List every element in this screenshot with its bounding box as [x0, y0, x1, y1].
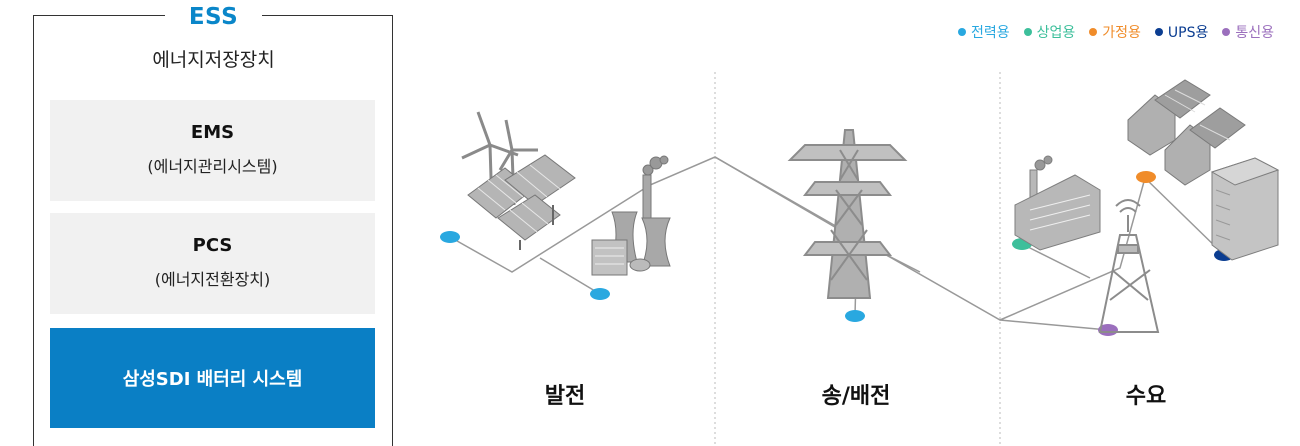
power-plant-icon: [591, 155, 671, 276]
telecom-tower-icon: [1098, 199, 1160, 333]
pcs-title: PCS: [192, 235, 233, 256]
legend-label: 전력용: [970, 25, 1010, 41]
legend-label: UPS용: [1167, 25, 1209, 41]
node-dot: [590, 288, 610, 300]
node-dot: [1136, 171, 1156, 183]
legend-dot: [957, 28, 966, 36]
transmission-tower-icon: [787, 129, 908, 299]
category-demand: 수요: [1125, 384, 1167, 409]
ems-title: EMS: [190, 122, 235, 143]
ems-subtitle: (에너지관리시스템): [147, 157, 278, 176]
houses-icon: [1127, 79, 1246, 186]
legend-item: 가정용: [1089, 22, 1141, 42]
legend-dot: [1154, 28, 1163, 36]
ess-title-text: ESS: [164, 4, 263, 30]
legend-label: 상업용: [1036, 25, 1076, 41]
solar-panel-icon: [467, 154, 576, 250]
legend-label: 통신용: [1235, 25, 1274, 41]
legend-item: 상업용: [1023, 22, 1076, 42]
legend: 전력용 상업용 가정용 UPS용 통신용: [957, 22, 1274, 42]
ess-title: ESS: [0, 4, 427, 30]
ems-box: EMS (에너지관리시스템): [50, 100, 375, 201]
pcs-box: PCS (에너지전환장치): [50, 213, 375, 314]
legend-dot: [1222, 28, 1231, 36]
legend-dot: [1089, 28, 1098, 36]
legend-item: 전력용: [957, 22, 1010, 42]
pcs-subtitle: (에너지전환장치): [154, 270, 271, 289]
legend-item: 통신용: [1222, 22, 1274, 42]
node-dot: [440, 231, 460, 243]
battery-system-box: 삼성SDI 배터리 시스템: [50, 328, 375, 428]
legend-dot: [1023, 28, 1032, 36]
legend-item: UPS용: [1154, 22, 1209, 42]
factory-icon: [1014, 155, 1101, 251]
server-icon: [1210, 157, 1280, 261]
legend-label: 가정용: [1102, 25, 1141, 41]
category-generation: 발전: [544, 384, 586, 409]
category-transmission: 송/배전: [821, 384, 891, 409]
ess-subtitle: 에너지저장장치: [152, 49, 275, 71]
node-dot: [845, 310, 865, 322]
